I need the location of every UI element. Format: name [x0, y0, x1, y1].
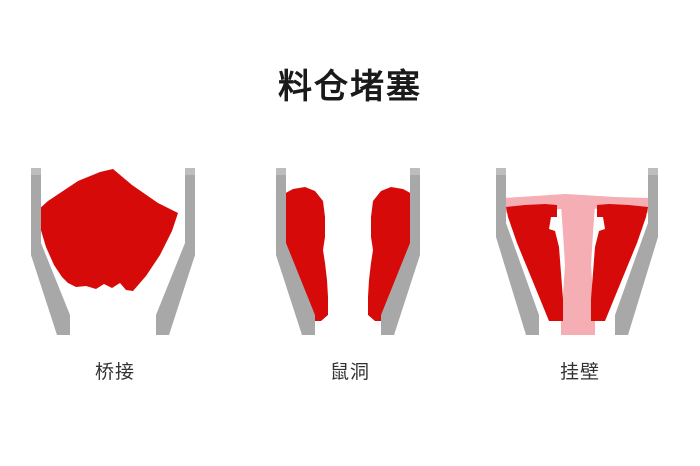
figure-bridging — [0, 155, 230, 355]
rathole-right-wall — [381, 168, 420, 335]
bridging-left-wall — [31, 168, 70, 335]
bridging-material-shape — [38, 169, 178, 291]
caption-bridging: 桥接 — [94, 361, 135, 383]
page-title: 料仓堵塞 — [278, 67, 422, 107]
caption-rathole: 鼠洞 — [329, 361, 370, 383]
figure-rathole — [235, 155, 465, 355]
wallcling-left-material — [506, 204, 563, 321]
rathole-left-material — [281, 187, 328, 321]
caption-wallcling: 挂壁 — [559, 361, 600, 383]
rathole-right-material — [368, 187, 415, 321]
rathole-left-wall — [276, 168, 315, 335]
bridging-right-wall — [156, 168, 195, 335]
figure-wallcling — [465, 155, 695, 355]
wallcling-left-wall — [496, 168, 539, 335]
wallcling-right-material — [591, 204, 648, 321]
wallcling-right-wall — [615, 168, 658, 335]
